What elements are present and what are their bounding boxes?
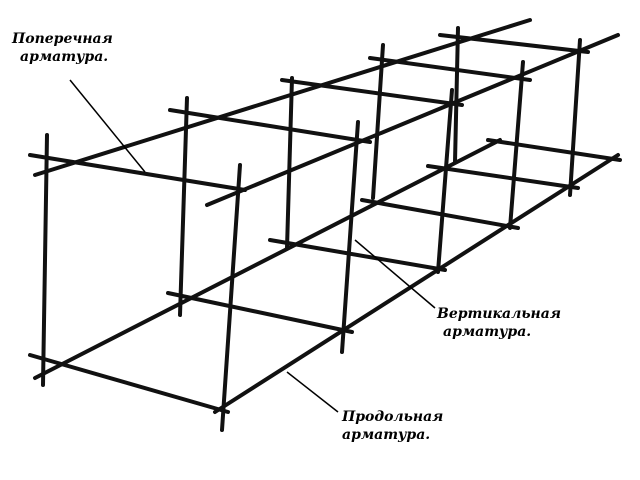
vertical-bar-left-5 <box>453 26 460 164</box>
rebar-lines <box>28 18 622 432</box>
label-longitudinal-rebar: Продольная арматура. <box>342 408 443 444</box>
longitudinal-bar-bottom-left <box>33 138 502 380</box>
label-transverse-rebar: Поперечная арматура. <box>12 30 113 66</box>
transverse-bar-top-1 <box>28 153 247 192</box>
vertical-bar-right-3 <box>436 88 454 274</box>
vertical-bar-front-right <box>220 163 242 432</box>
transverse-bar-bottom-1 <box>28 353 230 414</box>
label-vertical-line1: Вертикальная <box>437 306 561 322</box>
transverse-bar-bottom-3 <box>268 238 447 272</box>
transverse-bar-top-2 <box>168 108 372 144</box>
transverse-bar-bottom-4 <box>360 198 520 230</box>
leader-line-vertical <box>354 239 436 309</box>
vertical-bar-right-5 <box>568 38 582 197</box>
vertical-bar-left-3 <box>285 76 294 250</box>
transverse-bar-bottom-2 <box>166 291 354 334</box>
transverse-bar-top-5 <box>438 33 590 54</box>
label-transverse-line2: арматура. <box>20 49 109 65</box>
label-vertical-line2: арматура. <box>443 324 532 340</box>
label-transverse-line1: Поперечная <box>12 31 113 47</box>
vertical-bar-left-2 <box>178 96 189 317</box>
label-longitudinal-line1: Продольная <box>342 409 444 425</box>
leader-lines <box>69 79 436 413</box>
longitudinal-bar-top-right <box>205 33 620 207</box>
transverse-bar-top-3 <box>280 78 464 107</box>
label-longitudinal-line2: арматура. <box>342 427 431 443</box>
longitudinal-bar-bottom-right <box>213 153 620 414</box>
vertical-bar-left-4 <box>371 43 385 200</box>
longitudinal-bar-top-left <box>33 18 532 177</box>
vertical-bar-front-left <box>41 133 49 387</box>
leader-line-transverse <box>69 79 146 173</box>
vertical-bar-right-2 <box>340 120 360 354</box>
transverse-bar-top-4 <box>368 56 532 82</box>
transverse-bar-bottom-5 <box>426 164 580 190</box>
label-vertical-rebar: Вертикальная арматура. <box>437 305 561 341</box>
leader-line-longitudinal <box>286 371 339 413</box>
transverse-bar-bottom-6 <box>486 138 622 162</box>
